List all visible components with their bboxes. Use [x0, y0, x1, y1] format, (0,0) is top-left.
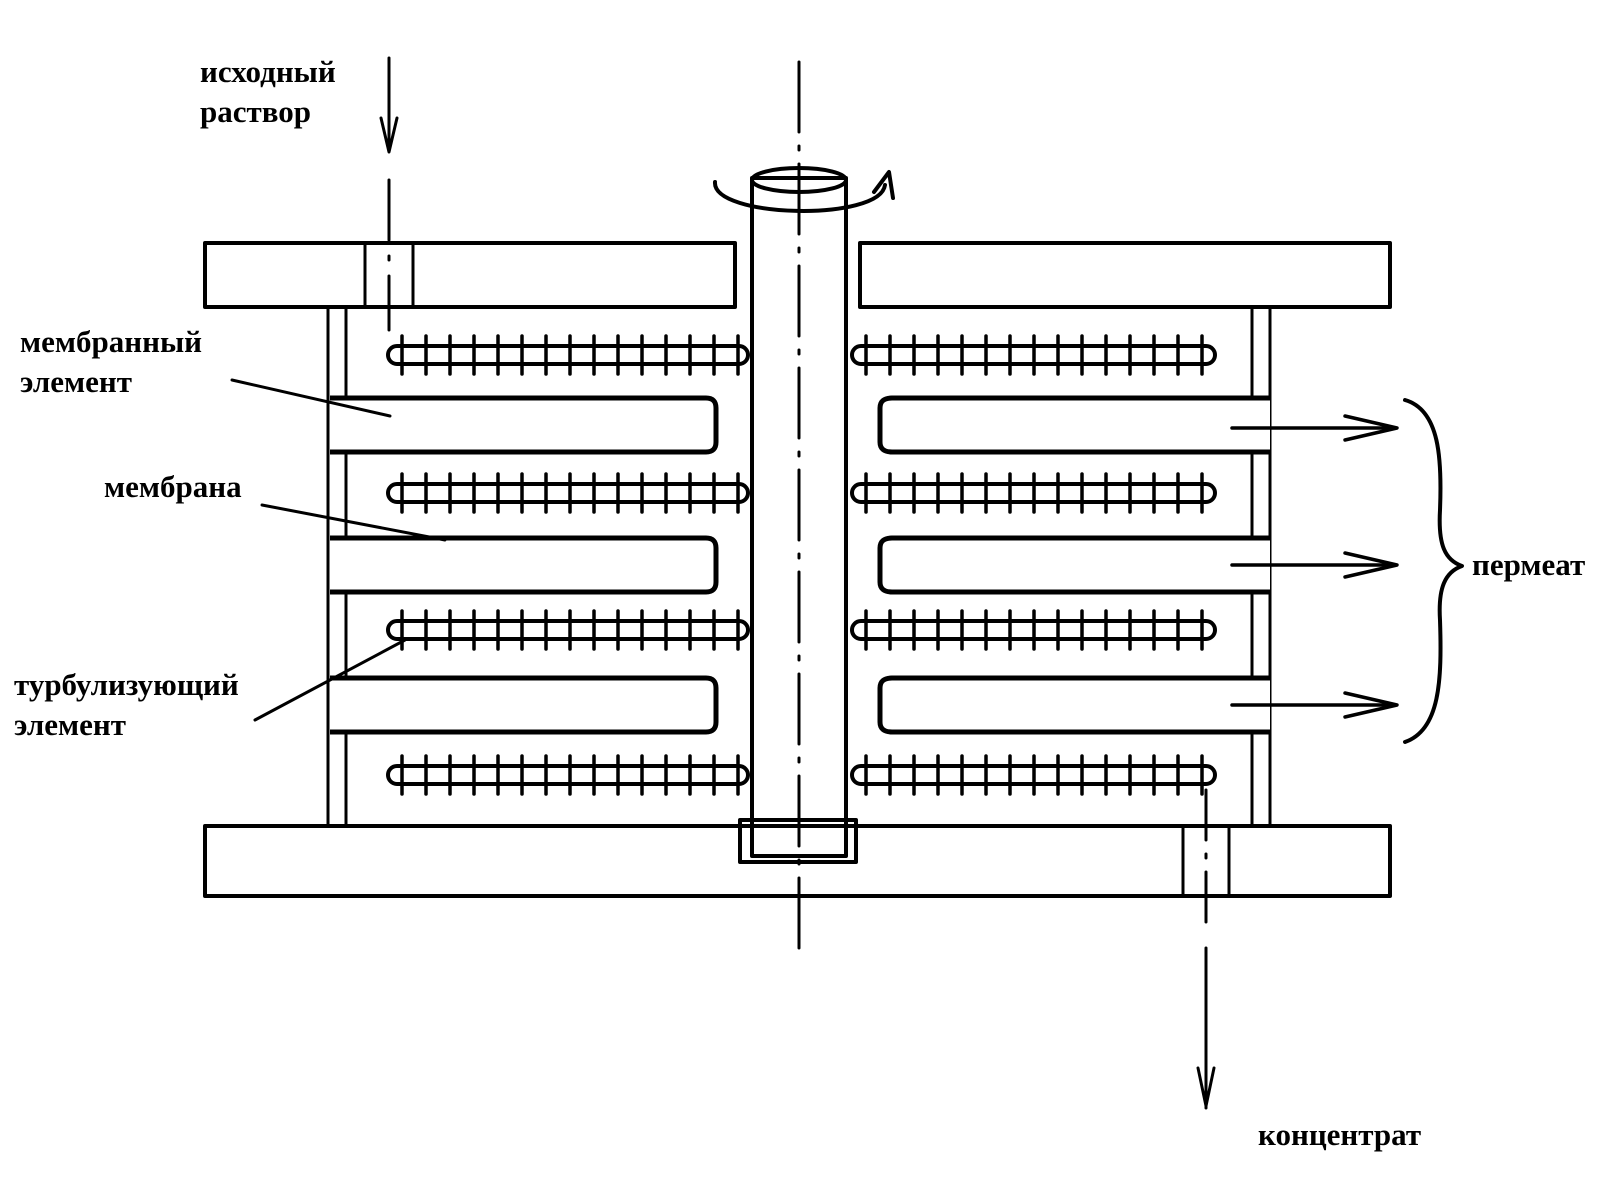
- label-feed-line2: раствор: [200, 94, 311, 129]
- label-turbulizer-line1: турбулизующий: [14, 667, 239, 702]
- leader-turbulizer: [253, 638, 407, 722]
- permeate-arrow: [1230, 551, 1399, 579]
- membrane-element-right: [877, 675, 1270, 735]
- turbulizing-element: [386, 754, 750, 796]
- label-membrane-element-line2: элемент: [20, 364, 132, 399]
- label-membrane-element-line1: мембранный: [20, 324, 202, 359]
- turbulizing-element: [386, 334, 750, 376]
- label-turbulizer-line2: элемент: [14, 707, 126, 742]
- membrane-element-right: [877, 395, 1270, 455]
- leader-membrane: [260, 503, 447, 542]
- membrane-element-left: [330, 675, 719, 735]
- label-feed-line1: исходный: [200, 54, 336, 89]
- turbulizing-element: [850, 334, 1217, 376]
- leader-lines: [230, 378, 447, 722]
- label-concentrate: концентрат: [1258, 1117, 1421, 1152]
- turbulizing-element: [850, 472, 1217, 514]
- rotation-arrow-icon: [712, 170, 895, 213]
- permeate-outlet-arrows: [1230, 414, 1399, 719]
- label-permeate: пермеат: [1472, 547, 1585, 582]
- turbulizer-group: [386, 334, 1217, 796]
- top-plate: [203, 241, 1392, 309]
- turbulizing-element: [386, 609, 750, 651]
- permeate-arrow: [1230, 414, 1399, 442]
- concentrate-outlet-arrow: [1196, 788, 1216, 1110]
- membrane-element-group: [330, 395, 1270, 735]
- turbulizing-element: [850, 609, 1217, 651]
- turbulizing-element: [850, 754, 1217, 796]
- permeate-arrow: [1230, 691, 1399, 719]
- membrane-element-left: [330, 535, 719, 595]
- turbulizing-element: [386, 472, 750, 514]
- membrane-element-right: [877, 535, 1270, 595]
- permeate-brace: [1403, 398, 1464, 744]
- feed-inlet-arrow: [379, 56, 399, 332]
- label-membrane: мембрана: [104, 469, 242, 504]
- membrane-element-left: [330, 395, 719, 455]
- leader-membrane-element: [230, 378, 392, 418]
